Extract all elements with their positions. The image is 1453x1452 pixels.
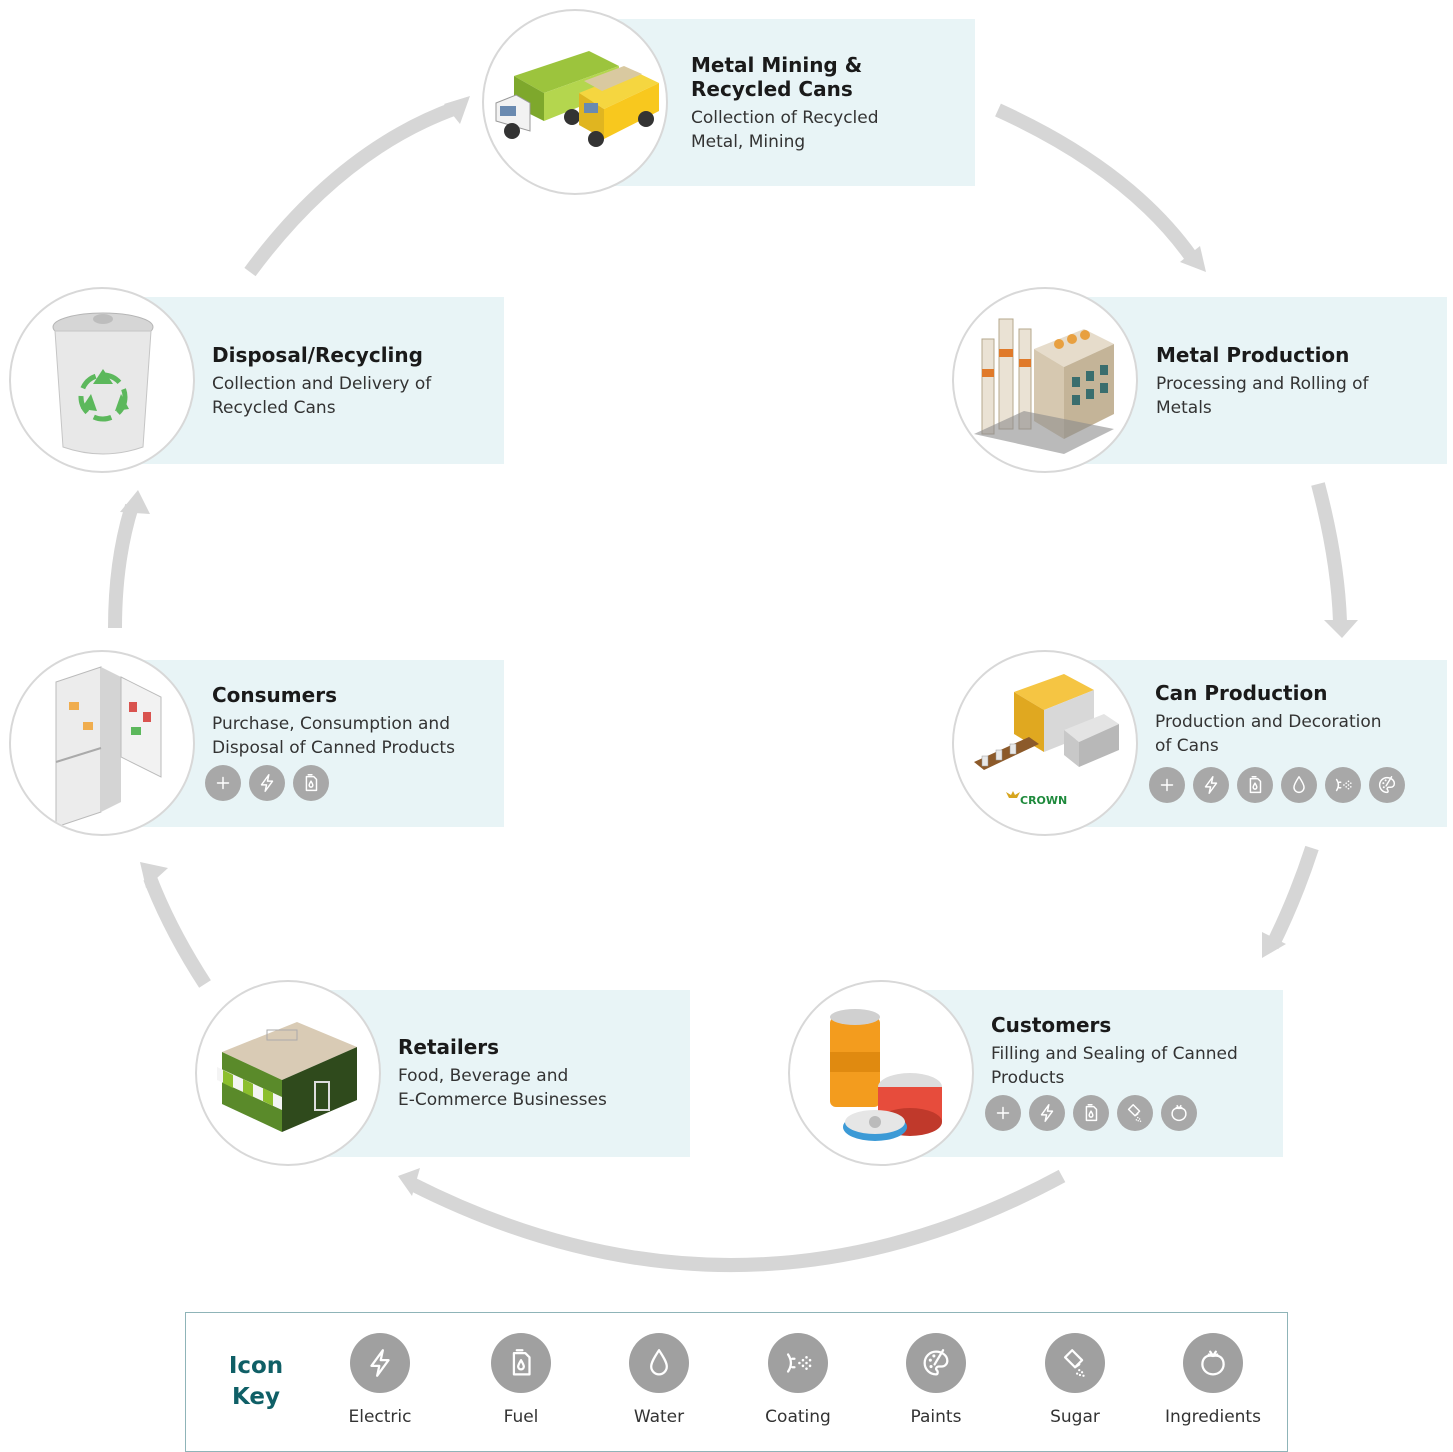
arrow-retailers-to-consumers bbox=[143, 875, 211, 988]
plus-icon bbox=[985, 1095, 1021, 1131]
paints-icon bbox=[1369, 767, 1405, 803]
fuel-icon bbox=[293, 765, 329, 801]
arrow-can-to-customers bbox=[1265, 845, 1319, 950]
stage-title-mining: Metal Mining & Recycled Cans bbox=[691, 53, 863, 101]
stage-image-consumers bbox=[9, 650, 195, 836]
arrow-consumers-to-disposal bbox=[108, 503, 139, 629]
icon-key-title: Icon Key bbox=[228, 1353, 284, 1410]
arrowhead bbox=[1324, 620, 1358, 638]
stage-title-retailers: Retailers bbox=[398, 1035, 500, 1059]
store-icon bbox=[217, 1022, 357, 1132]
stage-desc-consumers: Purchase, Consumption and Disposal of Ca… bbox=[212, 714, 455, 758]
coating-icon bbox=[768, 1333, 828, 1393]
refrigerator-icon bbox=[55, 666, 162, 828]
ingredients-icon bbox=[1183, 1333, 1243, 1393]
factory-icon bbox=[974, 318, 1114, 454]
stage-title-metal-production: Metal Production bbox=[1156, 343, 1350, 367]
stage-desc-metal-production: Processing and Rolling of Metals bbox=[1156, 374, 1369, 418]
arrowhead bbox=[1180, 246, 1206, 272]
arrow-mining-to-metal bbox=[995, 103, 1198, 263]
stage-title-can-production: Can Production bbox=[1155, 681, 1328, 705]
cans-icon bbox=[830, 1009, 942, 1141]
stage-image-disposal bbox=[9, 287, 195, 473]
arrowhead bbox=[444, 96, 470, 124]
stage-desc-disposal: Collection and Delivery of Recycled Cans bbox=[212, 374, 432, 418]
coating-icon bbox=[1325, 767, 1361, 803]
recycle-bin-icon bbox=[52, 312, 154, 455]
key-item-sugar: Sugar bbox=[1015, 1333, 1135, 1427]
electric-icon bbox=[249, 765, 285, 801]
key-item-water: Water bbox=[599, 1333, 719, 1427]
icon-key: Icon Key Electric Fuel Water Coating Pai… bbox=[185, 1312, 1288, 1452]
key-item-fuel: Fuel bbox=[461, 1333, 581, 1427]
stage-image-mining bbox=[482, 9, 668, 195]
trucks-icon bbox=[495, 51, 659, 147]
stage-desc-can-production: Production and Decoration of Cans bbox=[1155, 712, 1382, 756]
key-label: Electric bbox=[348, 1407, 412, 1427]
can-factory-icon: CROWN bbox=[974, 674, 1119, 807]
electric-icon bbox=[1029, 1095, 1065, 1131]
key-label: Paints bbox=[910, 1407, 962, 1427]
ingredients-icon bbox=[1161, 1095, 1197, 1131]
key-item-paints: Paints bbox=[876, 1333, 996, 1427]
key-label: Ingredients bbox=[1165, 1407, 1261, 1427]
stage-title-consumers: Consumers bbox=[212, 683, 337, 707]
fuel-icon bbox=[1073, 1095, 1109, 1131]
sugar-icon bbox=[1117, 1095, 1153, 1131]
arrowhead bbox=[120, 490, 150, 514]
arrowhead bbox=[398, 1168, 420, 1196]
resource-icons-can-production bbox=[1149, 767, 1405, 803]
crown-logo-text: CROWN bbox=[1020, 794, 1067, 807]
key-item-ingredients: Ingredients bbox=[1153, 1333, 1273, 1427]
key-label: Coating bbox=[765, 1407, 831, 1427]
key-label: Sugar bbox=[1050, 1407, 1100, 1427]
arrowhead bbox=[1262, 932, 1286, 958]
paints-icon bbox=[906, 1333, 966, 1393]
stage-desc-retailers: Food, Beverage and E-Commerce Businesses bbox=[398, 1066, 607, 1110]
arrow-metal-to-can bbox=[1311, 482, 1347, 623]
stage-image-customers bbox=[788, 980, 974, 1166]
plus-icon bbox=[1149, 767, 1185, 803]
stage-desc-customers: Filling and Sealing of Canned Products bbox=[991, 1044, 1238, 1088]
stage-desc-mining: Collection of Recycled Metal, Mining bbox=[691, 108, 879, 152]
arrow-disposal-to-mining bbox=[244, 101, 459, 277]
plus-icon bbox=[205, 765, 241, 801]
water-icon bbox=[1281, 767, 1317, 803]
arrowhead bbox=[140, 862, 168, 888]
arrow-customers-to-retailers bbox=[408, 1169, 1066, 1273]
key-label: Fuel bbox=[503, 1407, 539, 1427]
sugar-icon bbox=[1045, 1333, 1105, 1393]
electric-icon bbox=[350, 1333, 410, 1393]
fuel-icon bbox=[1237, 767, 1273, 803]
electric-icon bbox=[1193, 767, 1229, 803]
stage-image-metal-production bbox=[952, 287, 1138, 473]
resource-icons-consumers bbox=[205, 765, 329, 801]
stage-image-can-production: CROWN bbox=[952, 650, 1138, 836]
resource-icons-customers bbox=[985, 1095, 1197, 1131]
key-item-coating: Coating bbox=[738, 1333, 858, 1427]
water-icon bbox=[629, 1333, 689, 1393]
stage-title-disposal: Disposal/Recycling bbox=[212, 343, 423, 367]
fuel-icon bbox=[491, 1333, 551, 1393]
key-item-electric: Electric bbox=[320, 1333, 440, 1427]
stage-image-retailers bbox=[195, 980, 381, 1166]
key-label: Water bbox=[633, 1407, 685, 1427]
stage-title-customers: Customers bbox=[991, 1013, 1112, 1037]
crown-logo-icon bbox=[1006, 791, 1020, 798]
